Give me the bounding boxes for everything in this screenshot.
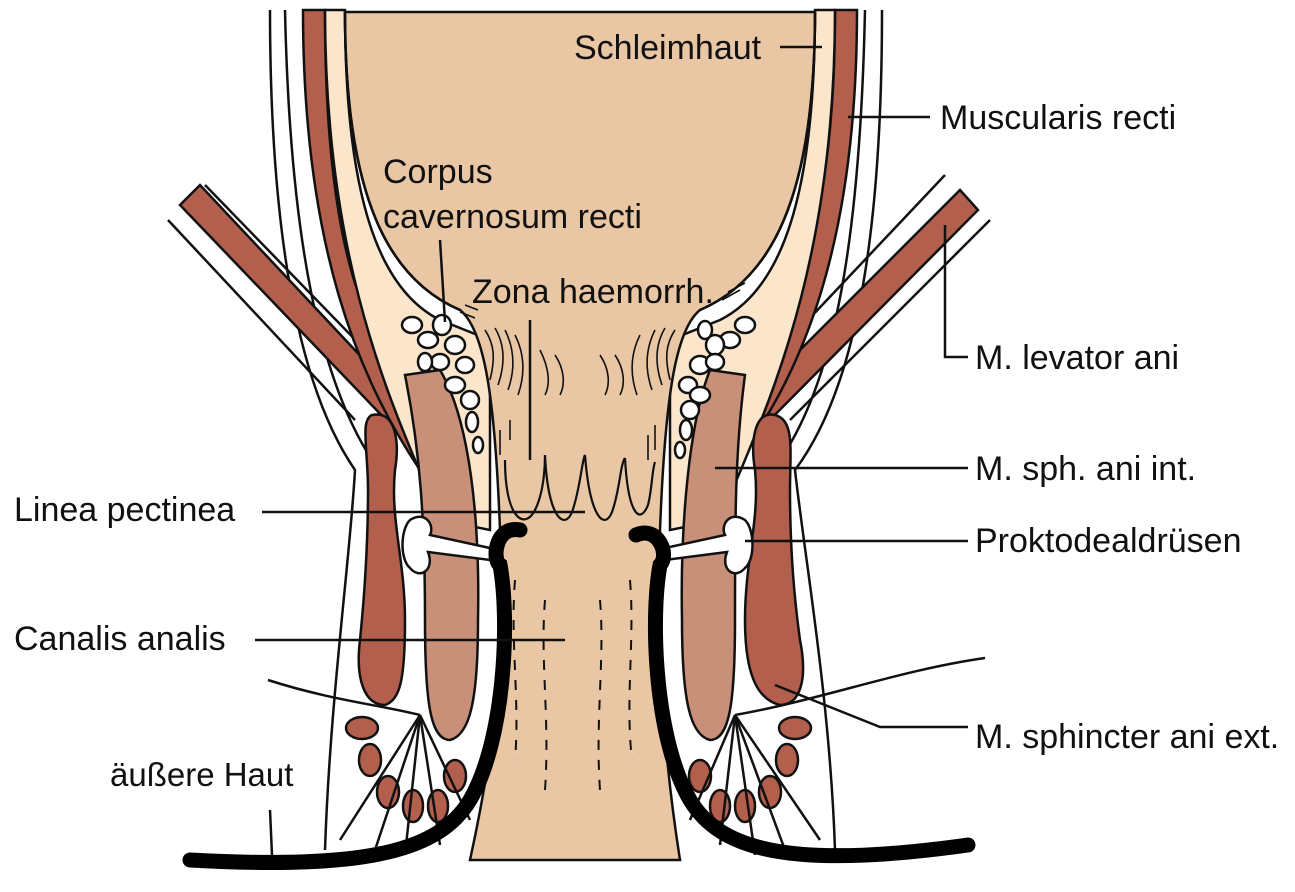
label-sphincter-ani-ext: M. sphincter ani ext.	[975, 718, 1279, 756]
label-schleimhaut: Schleimhaut	[574, 29, 762, 67]
label-aeussere-haut: äußere Haut	[110, 756, 293, 793]
label-muscularis-recti: Muscularis recti	[940, 99, 1176, 137]
label-canalis-analis: Canalis analis	[14, 620, 226, 658]
external-sphincter-left	[359, 414, 405, 705]
label-cavernosum-recti: cavernosum recti	[383, 198, 642, 236]
label-linea-pectinea: Linea pectinea	[14, 491, 235, 529]
external-sphincter-right	[745, 414, 803, 705]
label-levator-ani: M. levator ani	[975, 339, 1179, 377]
label-proktodealdruesen: Proktodealdrüsen	[975, 522, 1242, 560]
label-sph-ani-int: M. sph. ani int.	[975, 450, 1196, 488]
label-zona-haemorrh: Zona haemorrh.	[472, 273, 714, 311]
label-corpus: Corpus	[383, 153, 493, 191]
